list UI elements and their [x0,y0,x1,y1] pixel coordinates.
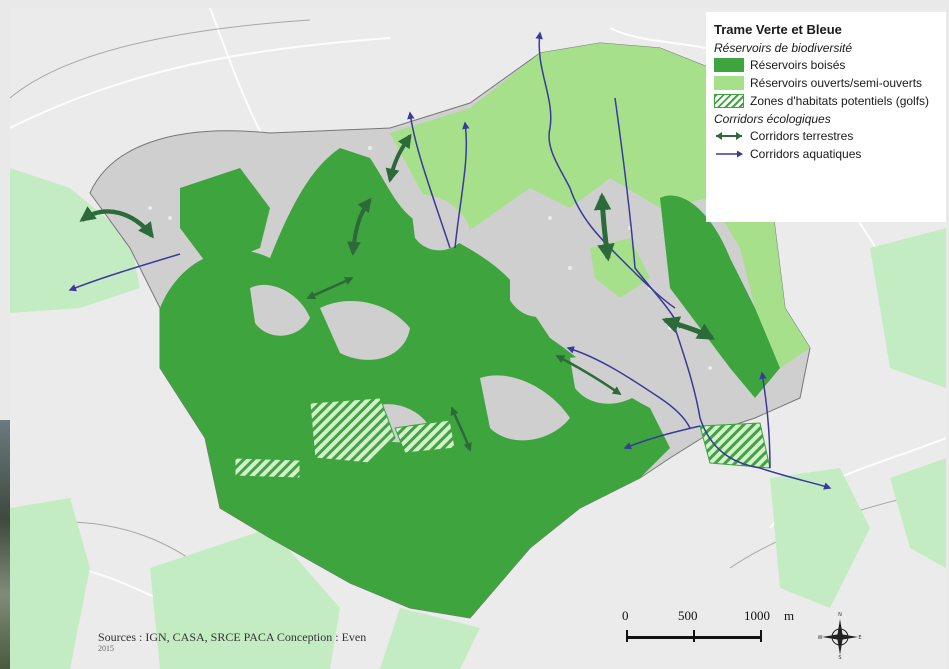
legend-label-terrestrial: Corridors terrestres [750,129,854,143]
sources-line: Sources : IGN, CASA, SRCE PACA Conceptio… [98,630,367,644]
compass-west: W [818,635,823,641]
compass-south: S [838,655,841,660]
legend: Trame Verte et Bleue Réservoirs de biodi… [706,12,946,222]
scale-tick [626,630,628,642]
scale-tick [693,630,695,642]
arrow-right-icon [716,150,743,158]
terrestrial-corridors [79,133,716,452]
wooded-swatch [714,58,744,72]
sources-year: 2015 [98,644,114,653]
compass-north: N [838,612,842,618]
aquatic-corridors [68,31,832,490]
wooded-reservoirs [160,148,780,618]
legend-label-golf: Zones d'habitats potentiels (golfs) [750,94,930,108]
golf-swatch [714,94,744,108]
legend-item-terrestrial: Corridors terrestres [714,129,938,143]
golf-zones [234,397,771,479]
open-swatch [714,76,744,90]
legend-item-aquatic: Corridors aquatiques [714,147,938,161]
legend-label-open: Réservoirs ouverts/semi-ouverts [750,76,923,90]
legend-item-wooded: Réservoirs boisés [714,58,938,72]
double-arrow-icon [716,132,742,140]
legend-label-aquatic: Corridors aquatiques [750,147,862,161]
legend-label-wooded: Réservoirs boisés [750,58,846,72]
scale-label-unit: m [784,608,795,623]
legend-section-reservoirs: Réservoirs de biodiversité [714,41,853,55]
scale-label-mid: 500 [678,608,698,623]
photo-strip [0,420,10,669]
scale-label-zero: 0 [622,608,629,623]
legend-item-open: Réservoirs ouverts/semi-ouverts [714,76,938,90]
compass-east: E [858,635,861,641]
scale-tick [760,630,762,642]
legend-title: Trame Verte et Bleue [714,22,842,37]
compass-rose-icon: N S E W [818,612,862,660]
outside-green-areas [10,168,946,669]
legend-item-golf: Zones d'habitats potentiels (golfs) [714,94,938,108]
sources-credit: Sources : IGN, CASA, SRCE PACA Conceptio… [98,630,367,653]
scale-bar: 0 500 1000 m [616,608,816,648]
scale-label-end: 1000 [744,608,770,623]
legend-section-corridors: Corridors écologiques [714,112,831,126]
